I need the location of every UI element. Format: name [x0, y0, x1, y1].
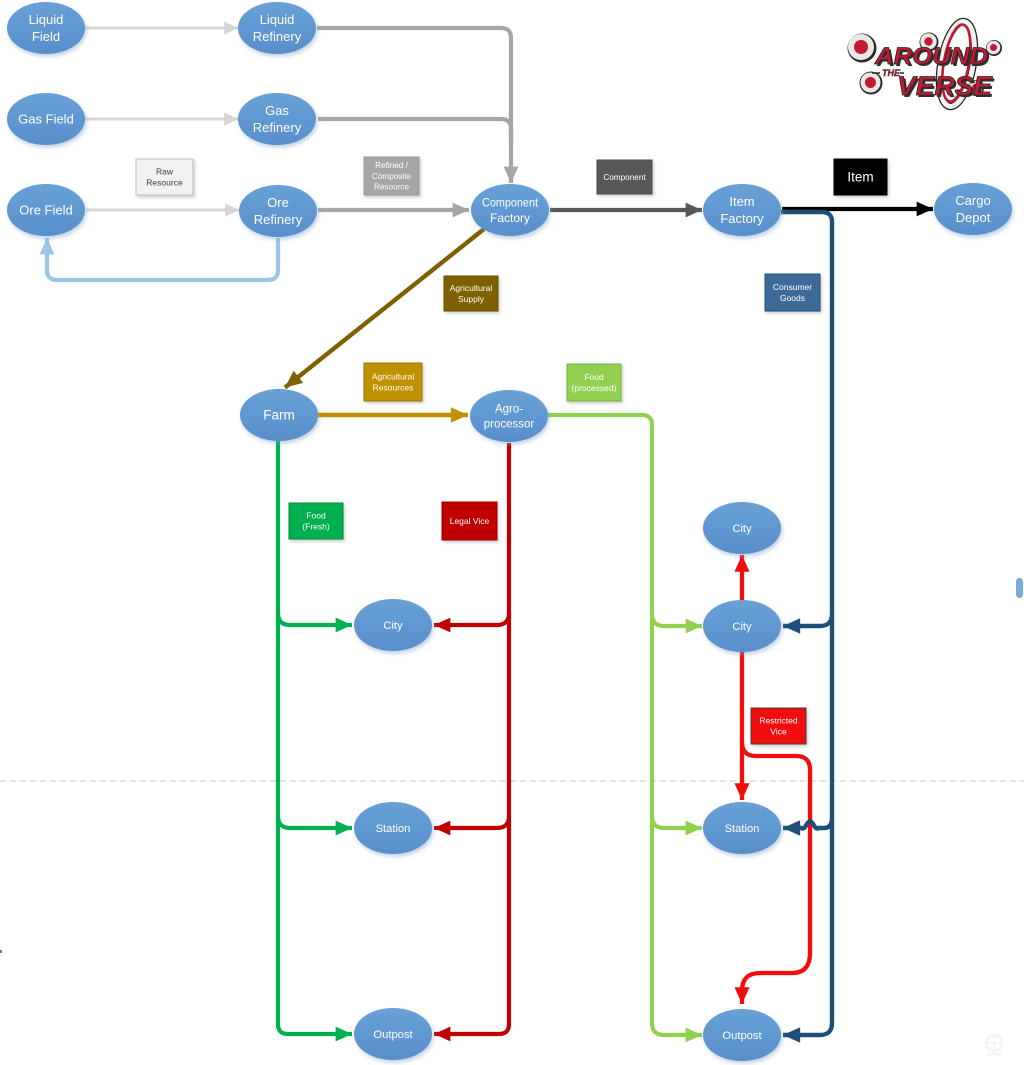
svg-text:Station: Station [376, 823, 411, 835]
svg-text:Component: Component [603, 173, 646, 182]
svg-text:Supply: Supply [458, 294, 485, 304]
svg-text:AROUND: AROUND [874, 43, 988, 70]
svg-text:Farm: Farm [263, 408, 295, 423]
svg-text:Liquid: Liquid [260, 12, 295, 27]
svg-text:(Fresh): (Fresh) [302, 522, 330, 532]
svg-text:Resources: Resources [373, 383, 414, 393]
svg-text:Composite: Composite [372, 172, 412, 181]
svg-text:Factory: Factory [720, 211, 764, 226]
svg-text:Food: Food [306, 511, 326, 521]
svg-text:Food: Food [584, 372, 604, 382]
svg-text:Refinery: Refinery [253, 29, 302, 44]
svg-text:Goods: Goods [780, 293, 805, 303]
svg-text:Gas: Gas [265, 103, 289, 118]
svg-text:Component: Component [482, 195, 539, 209]
svg-text:Cargo: Cargo [955, 193, 990, 208]
svg-text:Resource: Resource [374, 183, 409, 192]
svg-text:Raw: Raw [156, 166, 174, 176]
svg-text:Vice: Vice [770, 727, 787, 737]
svg-text:Ore: Ore [267, 195, 289, 210]
svg-text:Station: Station [725, 823, 760, 835]
svg-text:Factory: Factory [490, 211, 530, 225]
svg-text:VERSE: VERSE [899, 73, 995, 103]
svg-text:(processed): (processed) [572, 383, 617, 393]
svg-text:City: City [732, 523, 752, 535]
svg-text:Resource: Resource [146, 178, 183, 188]
svg-text:THE: THE [882, 68, 901, 78]
svg-text:Field: Field [32, 29, 60, 44]
svg-text:Item: Item [847, 170, 873, 185]
svg-text:Agro-: Agro- [495, 404, 523, 416]
svg-text:City: City [732, 621, 752, 633]
svg-text:Refinery: Refinery [253, 120, 302, 135]
svg-text:Agricultural: Agricultural [372, 372, 415, 382]
svg-text:Item: Item [729, 194, 754, 209]
svg-text:Refinery: Refinery [254, 212, 303, 227]
svg-text:Legal Vice: Legal Vice [450, 516, 490, 526]
svg-text:Outpost: Outpost [722, 1030, 762, 1042]
svg-text:Outpost: Outpost [373, 1029, 413, 1041]
svg-text:processor: processor [484, 419, 535, 431]
svg-text:Consumer: Consumer [773, 282, 812, 292]
svg-text:Liquid: Liquid [29, 12, 64, 27]
svg-text:Agricultural: Agricultural [450, 283, 493, 293]
svg-text:City: City [383, 620, 403, 632]
svg-text:VERSE: VERSE [897, 71, 993, 101]
svg-text:Restricted: Restricted [759, 716, 798, 726]
svg-text:Ore Field: Ore Field [19, 203, 72, 218]
svg-text:Gas Field: Gas Field [18, 112, 74, 127]
svg-text:Refined /: Refined / [375, 161, 408, 170]
svg-text:Depot: Depot [956, 210, 991, 225]
svg-text:AROUND: AROUND [876, 45, 990, 72]
